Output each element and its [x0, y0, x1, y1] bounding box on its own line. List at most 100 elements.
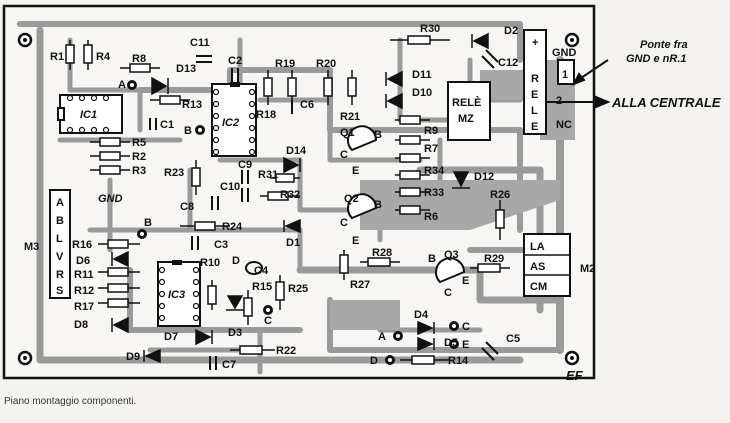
conn-top-pin-e2: E [531, 121, 538, 133]
label-r19: R19 [275, 58, 295, 70]
label-c6: C6 [300, 99, 314, 111]
connector-m2-body [523, 233, 571, 297]
label-r33: R33 [424, 187, 444, 199]
m3-pin-b: B [56, 215, 64, 227]
label-r22: R22 [276, 345, 296, 357]
label-d3: D3 [228, 327, 242, 339]
label-r8: R8 [132, 53, 146, 65]
label-r15: R15 [252, 281, 272, 293]
pin-a-d4: A [378, 331, 386, 343]
mark-ef: EF [566, 368, 584, 383]
pin-c-q2: C [340, 217, 348, 229]
mounting-holes [17, 32, 580, 366]
pin-e-q3: E [462, 275, 469, 287]
label-r25: R25 [288, 283, 308, 295]
label-r3: R3 [132, 165, 146, 177]
pin-c-d4: C [462, 321, 470, 333]
conn-top-pin-e1: E [531, 89, 538, 101]
pin-e-q1: E [352, 165, 359, 177]
label-r18: R18 [256, 109, 276, 121]
conn-top-pin-r: R [531, 73, 539, 85]
relay-label-2: MZ [458, 113, 474, 125]
note-line-2: GND e nR.1 [626, 53, 687, 65]
ic-pins [66, 88, 256, 322]
conn-top-pin-l: L [531, 105, 538, 117]
m3-pin-s: S [56, 285, 63, 297]
pin-d-d5: D [370, 355, 378, 367]
label-r21: R21 [340, 111, 360, 123]
m3-gnd: GND [98, 193, 123, 205]
label-q2: Q2 [344, 193, 359, 205]
label-c2: C2 [228, 55, 242, 67]
label-r31: R31 [258, 169, 278, 181]
label-c7: C7 [222, 359, 236, 371]
pin-c-q1: C [340, 149, 348, 161]
label-d12: D12 [474, 171, 494, 183]
conn-top-gnd: GND [552, 47, 577, 59]
pin-b-q1: B [374, 129, 382, 141]
label-r5: R5 [132, 137, 146, 149]
pin-b-q2: B [374, 199, 382, 211]
label-c10: C10 [220, 181, 240, 193]
label-r1: R1 [50, 51, 64, 63]
label-d9: D9 [126, 351, 140, 363]
external-wiring [546, 59, 611, 109]
capacitor-symbols [149, 49, 499, 370]
label-r7: R7 [424, 143, 438, 155]
label-c8: C8 [180, 201, 194, 213]
label-r29: R29 [484, 253, 504, 265]
pin-b-ic2: B [184, 125, 192, 137]
label-r20: R20 [316, 58, 336, 70]
label-r30: R30 [420, 23, 440, 35]
connector-m3-body [49, 189, 71, 299]
label-r11: R11 [74, 269, 94, 281]
label-q1: Q1 [340, 127, 355, 139]
connector-m2-labels: LA AS CM M2 [530, 241, 595, 293]
connector-1-block [557, 59, 575, 85]
m2-name: M2 [580, 263, 595, 275]
pin-letters: A B B D C B C E B C E B E C A D C E [118, 79, 470, 367]
m3-pin-v: V [56, 251, 64, 263]
figure-caption: Piano montaggio componenti. [4, 396, 137, 407]
label-r24: R24 [222, 221, 243, 233]
label-d1: D1 [286, 237, 300, 249]
label-c9: C9 [238, 159, 252, 171]
label-r2: R2 [132, 151, 146, 163]
label-r14: R14 [448, 355, 469, 367]
component-labels: R1 R4 R8 D13 C11 C2 R13 C1 IC1 IC2 IC3 R… [50, 23, 520, 371]
label-r10: R10 [200, 257, 220, 269]
label-d7: D7 [164, 331, 178, 343]
pin-b-m3: B [144, 217, 152, 229]
label-c3: C3 [214, 239, 228, 251]
label-ic3: IC3 [168, 289, 185, 301]
label-r17: R17 [74, 301, 94, 313]
label-d5: D5 [444, 337, 458, 349]
conn-top-2: 2 [556, 95, 562, 107]
label-r34: R34 [424, 165, 445, 177]
ic2-body [211, 83, 257, 157]
label-c5: C5 [506, 333, 520, 345]
label-d11: D11 [412, 69, 432, 81]
pin-d-ic3: D [232, 255, 240, 267]
m3-name: M3 [24, 241, 39, 253]
resistor-bodies [65, 35, 510, 365]
relay-label-1: RELÈ [452, 96, 481, 109]
m3-pin-l: L [56, 233, 63, 245]
pin-b-q3: B [428, 253, 436, 265]
m2-pin-as: AS [530, 261, 545, 273]
pin-c-q3: C [444, 287, 452, 299]
conn-top-pin-plus: + [532, 37, 538, 49]
relay-body [447, 81, 491, 141]
label-d13: D13 [176, 63, 196, 75]
label-d14: D14 [286, 145, 307, 157]
label-ic2: IC2 [222, 117, 239, 129]
note-line-1: Ponte fra [640, 39, 688, 51]
label-r12: R12 [74, 285, 94, 297]
label-c4: C4 [254, 265, 269, 277]
connector-top-labels: + R E L E GND 1 2 NC [531, 37, 577, 133]
label-d4: D4 [414, 309, 429, 321]
label-d2: D2 [504, 25, 518, 37]
label-d8: D8 [74, 319, 88, 331]
m2-pin-la: LA [530, 241, 545, 253]
